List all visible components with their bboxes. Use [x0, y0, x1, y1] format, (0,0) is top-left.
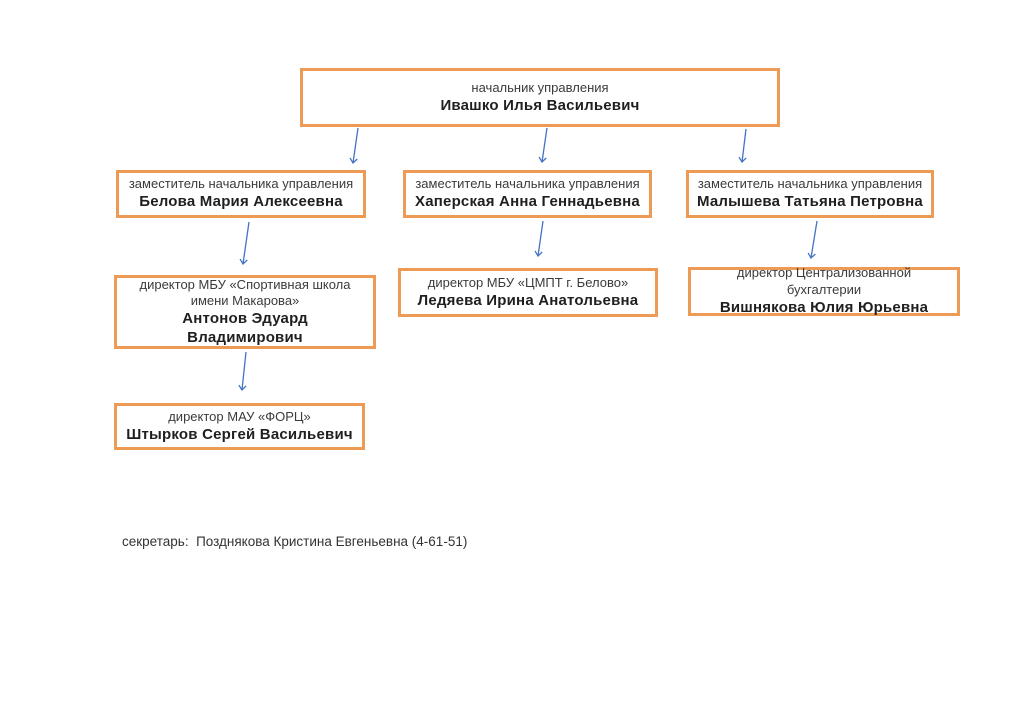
org-node-deputy-3: заместитель начальника управления Малыше…: [686, 170, 934, 218]
arrow-head-to-deputy3: [738, 128, 747, 164]
org-node-director-forc: директор МАУ «ФОРЦ» Штырков Сергей Васил…: [114, 403, 365, 450]
arrow-sport-to-forc: [238, 351, 247, 392]
arrow-deputy1-to-sport: [239, 221, 250, 266]
node-person-name: Вишнякова Юлия Юрьевна: [719, 298, 929, 316]
arrow-head-to-deputy1: [349, 127, 359, 165]
org-node-deputy-2: заместитель начальника управления Хаперс…: [403, 170, 652, 218]
node-person-name: Штырков Сергей Васильевич: [126, 425, 353, 443]
node-person-name: Малышева Татьяна Петровна: [697, 193, 923, 211]
node-title: директор Централизованной бухгалтерии: [736, 265, 912, 297]
org-node-head: начальник управления Ивашко Илья Василье…: [300, 68, 780, 127]
node-person-name: Хаперская Анна Геннадьевна: [415, 193, 640, 211]
arrow-deputy3-to-account: [807, 220, 818, 260]
node-person-name: Антонов Эдуард Владимирович: [182, 310, 308, 346]
node-title: начальник управления: [471, 79, 609, 95]
node-title: директор МАУ «ФОРЦ»: [168, 408, 311, 424]
node-title: директор МБУ «ЦМПТ г. Белово»: [427, 274, 629, 290]
node-person-name: Ивашко Илья Васильевич: [440, 96, 640, 114]
node-person-name: Белова Мария Алексеевна: [139, 193, 343, 211]
arrow-head-to-deputy2: [538, 127, 548, 164]
org-node-director-accounting: директор Централизованной бухгалтерии Ви…: [688, 265, 960, 316]
node-title: заместитель начальника управления: [128, 176, 354, 191]
node-person-name: Ледяева Ирина Анатольевна: [417, 291, 639, 309]
node-title: директор МБУ «Спортивная школа имени Мак…: [139, 276, 351, 308]
arrow-deputy2-to-cmpt: [534, 220, 544, 258]
node-title: заместитель начальника управления: [697, 176, 923, 191]
secretary-note: секретарь: Позднякова Кристина Евгеньевн…: [122, 534, 468, 549]
node-title: заместитель начальника управления: [415, 176, 640, 191]
org-node-director-cmpt: директор МБУ «ЦМПТ г. Белово» Ледяева Ир…: [398, 268, 658, 317]
org-node-deputy-1: заместитель начальника управления Белова…: [116, 170, 366, 218]
org-node-director-sport-school: директор МБУ «Спортивная школа имени Мак…: [114, 275, 376, 349]
